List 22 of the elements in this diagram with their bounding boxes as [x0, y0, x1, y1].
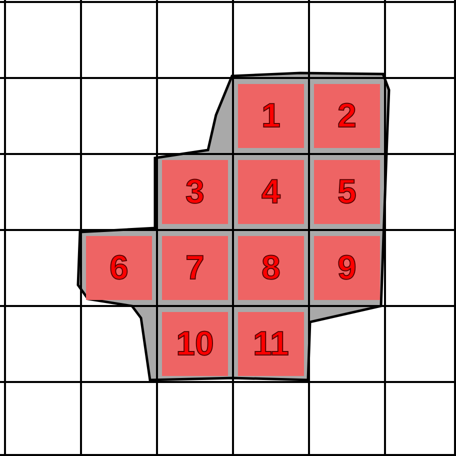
numbered-square [314, 84, 380, 148]
numbered-square [238, 312, 304, 376]
cell-number: 10 [176, 327, 214, 361]
cell-number: 3 [186, 175, 204, 209]
numbered-square [314, 160, 380, 224]
numbered-square [314, 236, 380, 300]
numbered-square [238, 160, 304, 224]
numbered-square [238, 236, 304, 300]
cell-number: 9 [338, 251, 356, 285]
cell-number: 1 [262, 99, 280, 133]
cell-number: 11 [253, 327, 289, 361]
cell-number: 6 [110, 251, 128, 285]
cell-number: 7 [186, 251, 204, 285]
numbered-square [238, 84, 304, 148]
numbered-square [162, 312, 228, 376]
cell-number: 8 [262, 251, 280, 285]
numbered-square [162, 160, 228, 224]
numbered-square [162, 236, 228, 300]
cell-number: 5 [338, 175, 356, 209]
cell-number: 2 [338, 99, 356, 133]
cell-number: 4 [262, 175, 280, 209]
numbered-square [86, 236, 152, 300]
